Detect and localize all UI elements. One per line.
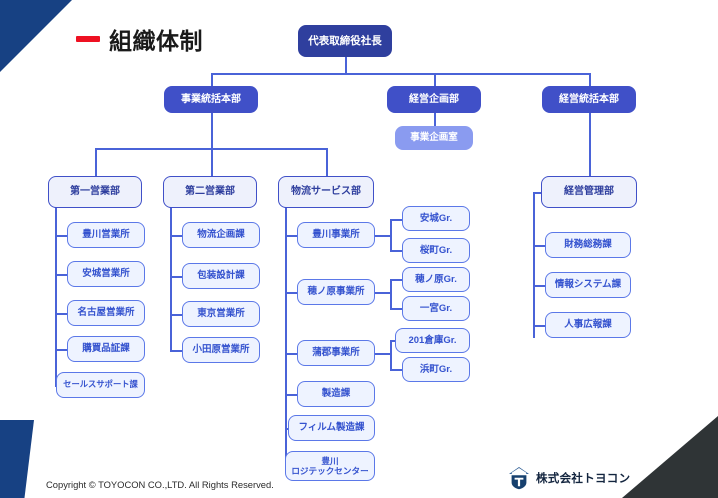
corner-decoration-top-left	[0, 0, 72, 72]
connector	[345, 57, 347, 73]
connector	[533, 285, 545, 287]
connector	[95, 148, 97, 176]
connector	[390, 308, 402, 310]
org-node-section[interactable]: 名古屋営業所	[67, 300, 145, 326]
org-node-section[interactable]: 豊川営業所	[67, 222, 145, 248]
connector	[533, 192, 535, 338]
org-node-section[interactable]: 東京営業所	[182, 301, 260, 327]
connector	[211, 112, 213, 148]
connector	[533, 245, 545, 247]
connector	[390, 340, 392, 369]
connector	[285, 292, 297, 294]
org-node-planning-room[interactable]: 事業企画室	[395, 126, 473, 150]
title-dash-marker	[76, 36, 100, 42]
connector	[170, 350, 182, 352]
org-node-division-management[interactable]: 経営統括本部	[542, 86, 636, 113]
connector	[533, 192, 545, 194]
connector	[55, 192, 57, 385]
connector	[589, 112, 591, 176]
connector	[285, 353, 297, 355]
connector	[285, 192, 287, 466]
company-logo: 株式会社トヨコン	[508, 466, 630, 490]
connector	[533, 325, 545, 327]
org-node-section[interactable]: 財務総務課	[545, 232, 631, 258]
connector	[170, 314, 182, 316]
org-node-dept-sales-1[interactable]: 第一営業部	[48, 176, 142, 208]
connector	[390, 219, 402, 221]
org-node-section[interactable]: フィルム製造課	[288, 415, 375, 441]
org-node-section[interactable]: セールスサポート課	[56, 372, 145, 398]
connector	[211, 73, 213, 86]
connector	[211, 73, 589, 75]
connector	[390, 250, 402, 252]
title-text: 組織体制	[109, 28, 203, 54]
connector	[285, 394, 297, 396]
connector	[170, 235, 182, 237]
connector	[374, 292, 390, 294]
org-node-section[interactable]: 包装設計課	[182, 263, 260, 289]
connector	[390, 369, 402, 371]
org-node-dept-management[interactable]: 経営管理部	[541, 176, 637, 208]
connector	[390, 279, 392, 308]
connector	[55, 313, 67, 315]
connector	[211, 148, 213, 176]
org-node-section[interactable]: 安城営業所	[67, 261, 145, 287]
connector	[55, 274, 67, 276]
org-node-group[interactable]: 201倉庫Gr.	[395, 328, 470, 353]
connector	[589, 73, 591, 86]
org-node-section[interactable]: 購買品証課	[67, 336, 145, 362]
connector	[434, 112, 436, 126]
connector	[95, 148, 326, 150]
org-node-section[interactable]: 蒲郡事業所	[297, 340, 375, 366]
org-node-group[interactable]: 穂ノ原Gr.	[402, 267, 470, 292]
org-node-division-business[interactable]: 事業統括本部	[164, 86, 258, 113]
connector	[55, 235, 67, 237]
org-node-section[interactable]: 豊川 ロジテックセンター	[285, 451, 375, 481]
org-node-group[interactable]: 浜町Gr.	[402, 357, 470, 382]
toyocon-logo-icon	[509, 467, 529, 490]
org-node-dept-sales-2[interactable]: 第二営業部	[163, 176, 257, 208]
connector	[374, 353, 390, 355]
org-node-ceo[interactable]: 代表取締役社長	[298, 25, 392, 57]
org-node-section[interactable]: 穂ノ原事業所	[297, 279, 375, 305]
org-node-division-planning[interactable]: 経営企画部	[387, 86, 481, 113]
corner-decoration-bottom-left	[0, 420, 34, 498]
connector	[285, 235, 297, 237]
org-node-group[interactable]: 一宮Gr.	[402, 296, 470, 321]
connector	[390, 279, 402, 281]
org-node-group[interactable]: 安城Gr.	[402, 206, 470, 231]
company-name: 株式会社トヨコン	[536, 473, 631, 485]
connector	[170, 276, 182, 278]
org-node-section[interactable]: 小田原営業所	[182, 337, 260, 363]
connector	[374, 235, 390, 237]
connector	[326, 148, 328, 176]
org-node-section[interactable]: 物流企画課	[182, 222, 260, 248]
org-node-section[interactable]: 人事広報課	[545, 312, 631, 338]
org-node-section[interactable]: 情報システム課	[545, 272, 631, 298]
org-node-dept-logistics-service[interactable]: 物流サービス部	[278, 176, 374, 208]
org-node-group[interactable]: 桜町Gr.	[402, 238, 470, 263]
org-node-section[interactable]: 製造課	[297, 381, 375, 407]
connector	[390, 219, 392, 251]
connector	[434, 73, 436, 86]
page-title: 組織体制	[76, 22, 203, 56]
corner-decoration-bottom-right	[622, 416, 718, 498]
org-node-section[interactable]: 豊川事業所	[297, 222, 375, 248]
connector	[170, 192, 172, 350]
copyright-text: Copyright © TOYOCON CO.,LTD. All Rights …	[46, 479, 274, 490]
connector	[55, 349, 67, 351]
